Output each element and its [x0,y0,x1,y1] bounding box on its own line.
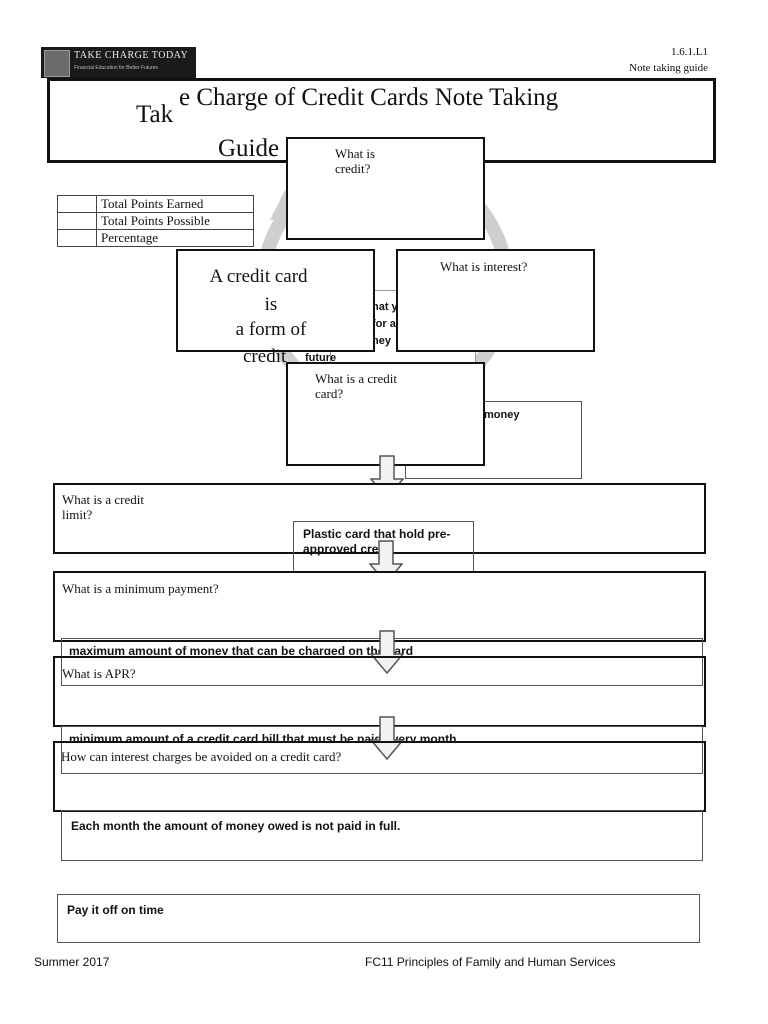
what-is-interest-question: What is interest? [440,259,528,274]
down-arrow-icon [370,630,404,674]
avoid-interest-question: How can interest charges be avoided on a… [61,749,342,764]
what-is-credit-question: What is credit? [335,146,376,176]
hidden-fragment-3: ney [372,335,391,347]
logo-tagline: Financial Education for Better Futures [74,65,158,71]
minimum-payment-question: What is a minimum payment? [62,581,219,596]
center-statement-line-4: credit [243,346,287,367]
center-statement-line-3: a form of [235,319,307,340]
center-statement-box [176,249,375,352]
center-statement-line-1: A credit card [209,266,308,287]
what-is-interest-box[interactable] [396,249,595,352]
apr-answer: Each month the amount of money owed is n… [71,819,401,833]
avoid-interest-answer: Pay it off on time [67,903,164,917]
score-label-earned: Total Points Earned [96,195,254,213]
money-answer-text: money [484,409,520,421]
credit-limit-question: What is a credit limit? [62,492,144,522]
hidden-fragment-2: for a [372,318,396,330]
what-is-credit-card-box[interactable] [286,362,485,466]
table-row: Percentage [57,229,254,247]
footer-date: Summer 2017 [34,955,110,969]
down-arrow-icon [370,716,404,760]
take-charge-today-logo: TAKE CHARGE TODAY Financial Education fo… [41,47,196,78]
table-row: Total Points Possible [57,212,254,230]
what-is-credit-box[interactable] [286,137,485,240]
center-statement-line-2: is [264,294,278,315]
avoid-interest-box[interactable] [53,741,706,812]
logo-title: TAKE CHARGE TODAY [74,50,189,61]
lesson-code: 1.6.1.L1 [671,46,708,58]
score-label-percentage: Percentage [96,229,254,247]
minimum-payment-box[interactable] [53,571,706,642]
score-table: Total Points Earned Total Points Possibl… [57,195,254,247]
title-part-1: Tak [136,101,174,128]
what-is-credit-card-question: What is a credit card? [315,371,397,401]
credit-card-answer: Plastic card that hold pre-approved cred… [303,527,451,556]
avoid-interest-answer-box [57,894,700,943]
title-part-2: e Charge of Credit Cards Note Taking [179,84,559,111]
document-type: Note taking guide [629,62,708,74]
hidden-fragment-1: hat y [372,301,398,313]
apr-answer-box [61,810,703,861]
credit-limit-answer: maximum amount of money that can be char… [69,644,414,655]
apr-question: What is APR? [62,666,136,681]
hidden-fragment-4: future [305,352,337,364]
title-part-3: Guide [218,135,280,162]
logo-emblem-icon [44,50,70,77]
minimum-payment-answer: minimum amount of a credit card bill tha… [69,732,457,743]
table-row: Total Points Earned [57,195,254,213]
footer-course: FC11 Principles of Family and Human Serv… [365,955,616,969]
